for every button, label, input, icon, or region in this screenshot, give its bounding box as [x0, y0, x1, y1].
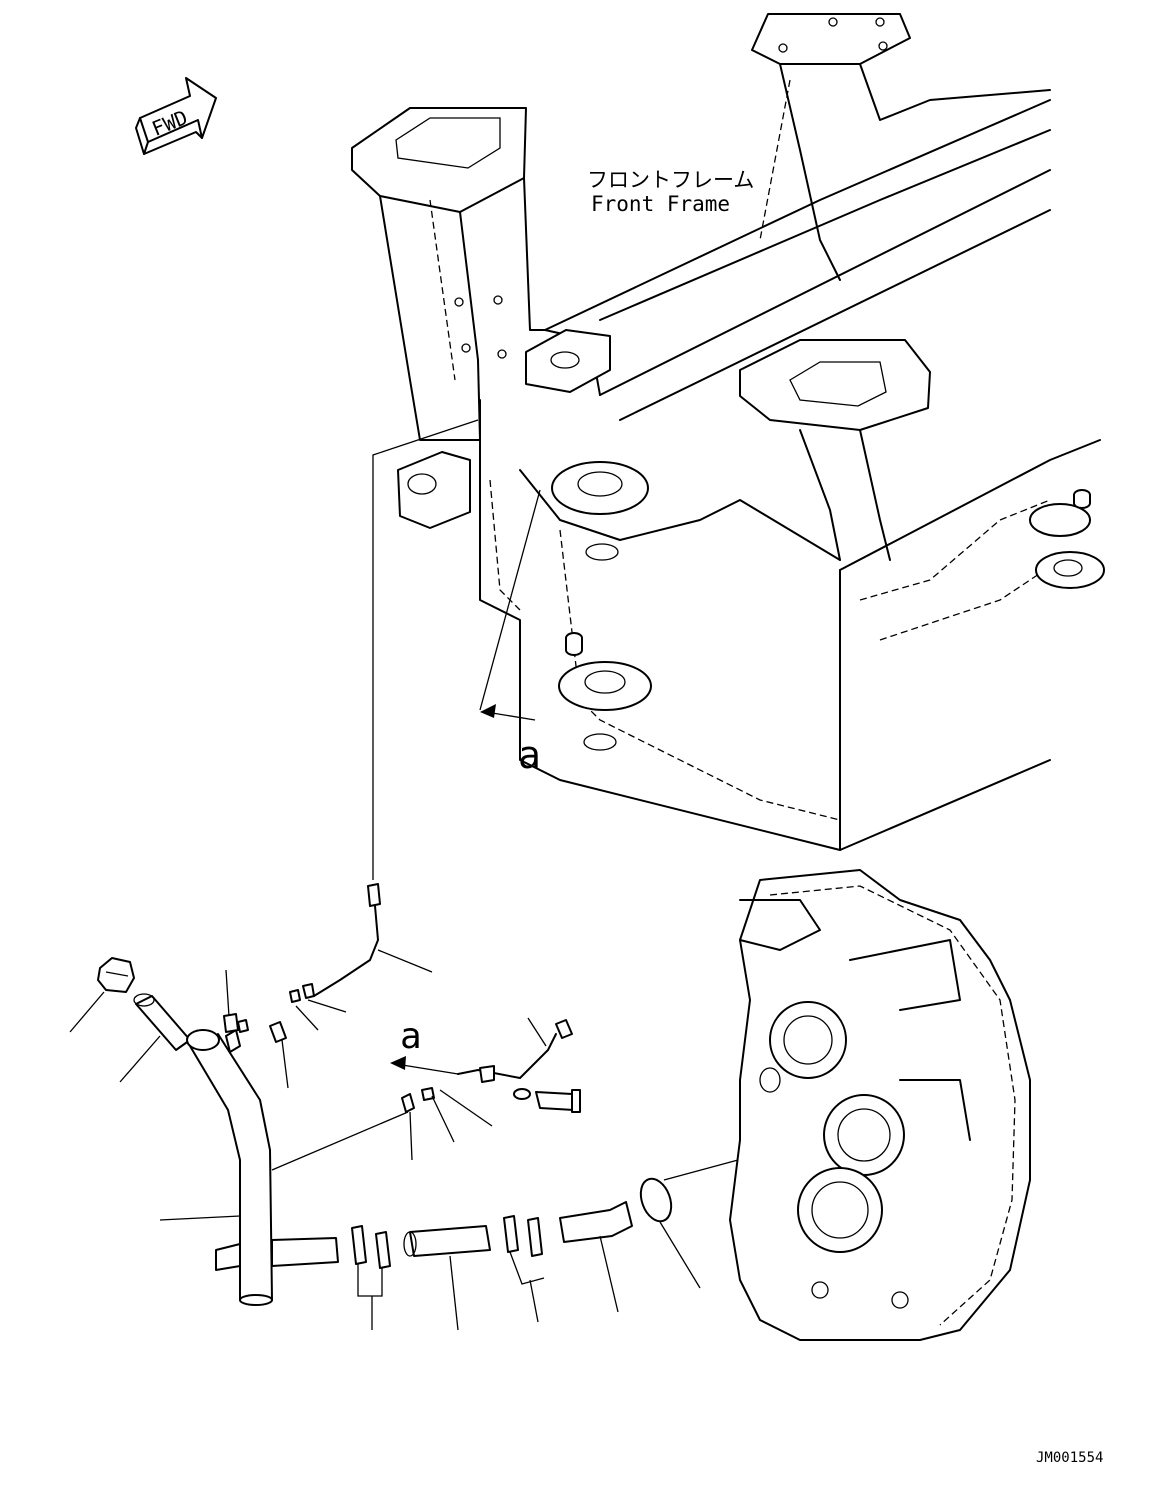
o-ring	[639, 1159, 739, 1289]
fitting-elbow	[269, 1021, 455, 1161]
transmission-housing	[729, 869, 1031, 1341]
reference-arrow-a-upper: a	[479, 489, 541, 777]
ref-label-upper: a	[518, 733, 541, 777]
hose-clamps-right	[503, 1215, 545, 1323]
reference-arrow-a-lower: a	[390, 1016, 581, 1127]
ref-label-lower: a	[400, 1016, 422, 1057]
drawing-id: JM001554	[1036, 1450, 1103, 1466]
filler-tube	[159, 969, 409, 1306]
elbow-pipe	[559, 1201, 633, 1313]
boss-lower	[558, 661, 652, 711]
breather-assembly	[289, 883, 433, 1031]
filler-cap	[69, 957, 135, 1033]
strainer	[119, 993, 191, 1083]
hose-clamps-left	[351, 1225, 391, 1330]
breather-line	[372, 419, 479, 880]
front-frame: フロントフレーム Front Frame	[351, 13, 1105, 851]
boss-upper	[551, 461, 649, 515]
hose	[403, 1225, 491, 1331]
frame-label-jp: フロントフレーム	[587, 168, 754, 192]
frame-label-en: Front Frame	[591, 192, 730, 216]
fwd-arrow-icon: FWD	[135, 77, 217, 155]
